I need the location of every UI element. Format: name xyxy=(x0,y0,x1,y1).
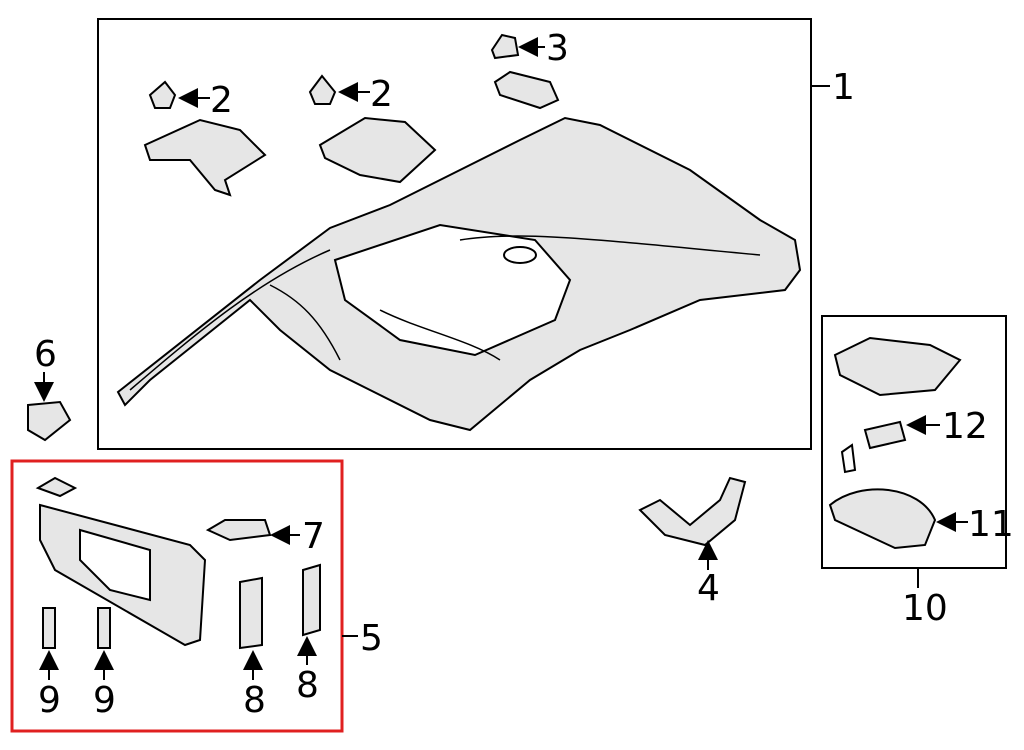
part-4[interactable]: 4 xyxy=(638,476,747,609)
cover-8-left xyxy=(239,576,263,650)
callout-2-left: 2 xyxy=(210,80,233,121)
callout-9-right: 9 xyxy=(93,680,116,721)
callout-5: 5 xyxy=(360,618,383,659)
screw xyxy=(840,443,857,474)
dome-opening xyxy=(503,246,537,264)
clip-icon xyxy=(490,33,520,60)
callout-2-right: 2 xyxy=(370,74,393,115)
callout-6: 6 xyxy=(34,334,57,375)
callout-12: 12 xyxy=(942,406,988,447)
highlight-box xyxy=(10,459,344,733)
callout-11: 11 xyxy=(968,504,1014,545)
headliner-box xyxy=(97,18,812,450)
dome-lamp-group[interactable]: 10 12 11 xyxy=(821,315,1014,629)
vanity-mirror xyxy=(79,528,151,602)
callout-4: 4 xyxy=(697,568,720,609)
pin-9-right xyxy=(97,607,111,649)
callout-8-right: 8 xyxy=(296,665,319,706)
part-6[interactable]: 6 xyxy=(27,334,72,442)
pin-9-left xyxy=(42,607,56,649)
dome-lamp-box xyxy=(821,315,1007,569)
callout-10: 10 xyxy=(902,588,948,629)
headliner-group[interactable]: 1 xyxy=(97,18,855,450)
callout-3: 3 xyxy=(546,28,569,69)
cover-8-right xyxy=(302,563,321,637)
callout-8-left: 8 xyxy=(243,680,266,721)
part-2-left[interactable]: 2 xyxy=(143,80,267,197)
sun-visor-group[interactable]: 5 7 8 8 9 9 xyxy=(10,459,383,733)
clip-6 xyxy=(27,400,72,442)
dome-lamp-housing xyxy=(833,336,962,397)
clip-icon xyxy=(308,74,337,105)
bracket-right xyxy=(318,116,437,184)
callout-7: 7 xyxy=(302,516,325,557)
part-2-right[interactable]: 2 xyxy=(308,74,437,184)
grab-handle xyxy=(638,476,747,547)
bulb-12 xyxy=(863,420,907,450)
callout-1: 1 xyxy=(832,67,855,108)
clip-icon xyxy=(148,80,177,109)
callout-9-left: 9 xyxy=(38,680,61,721)
bracket-left xyxy=(143,118,267,197)
visor-hinge xyxy=(35,476,78,498)
lens-11 xyxy=(828,488,937,550)
bracket-3 xyxy=(493,70,560,110)
visor-clip xyxy=(205,519,272,542)
part-3[interactable]: 3 xyxy=(490,28,569,110)
